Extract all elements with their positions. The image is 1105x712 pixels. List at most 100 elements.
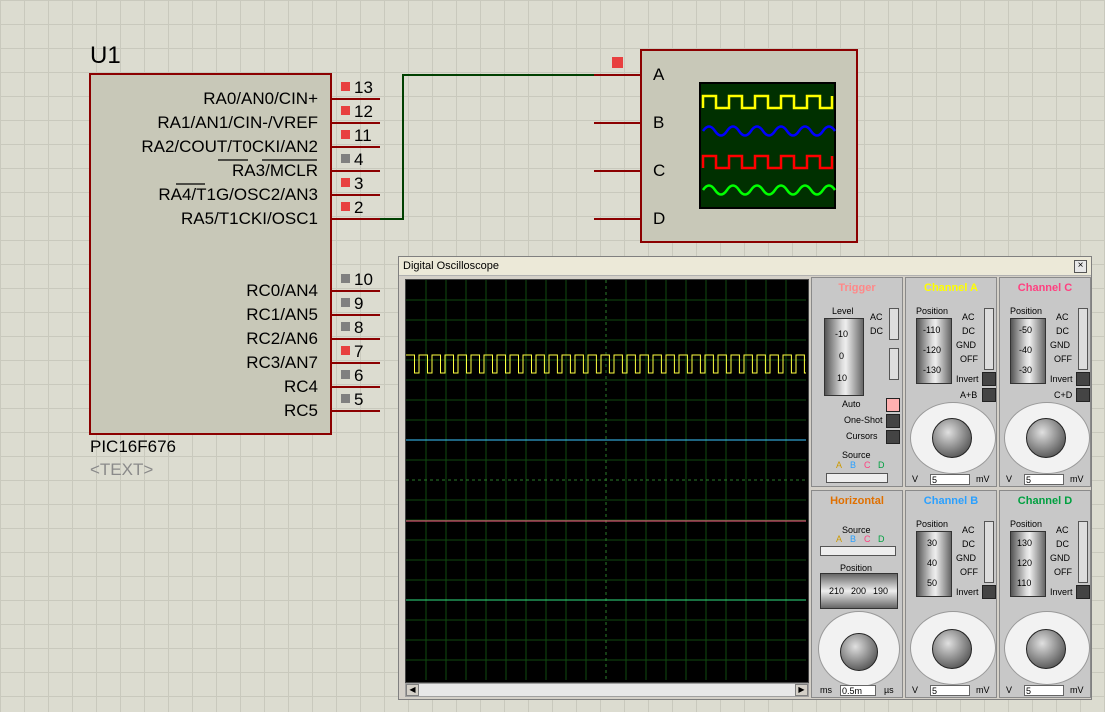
channel-position-label: Position — [1010, 306, 1043, 316]
pin-name: RC1/AN5 — [246, 305, 318, 324]
trigger-source-d: D — [878, 460, 885, 470]
timebase-value[interactable]: 0.5m — [840, 685, 876, 696]
channel-d-volts-knob[interactable] — [1026, 629, 1066, 669]
channel-c-sum-button[interactable] — [1076, 388, 1090, 402]
channel-a-sum-button[interactable] — [982, 388, 996, 402]
component-part: PIC16F676 — [90, 437, 176, 456]
channel-c-volts-value[interactable]: 5 — [1024, 474, 1064, 485]
channel-position-label: Position — [916, 519, 949, 529]
channel-c-position-drum[interactable]: -50 -40 -30 — [1010, 318, 1046, 384]
channel-d-coupling-switch[interactable] — [1078, 521, 1088, 583]
trigger-level-tick: 10 — [837, 373, 848, 383]
invert-label: Invert — [1050, 374, 1073, 384]
scroll-left-arrow[interactable]: ◀ — [406, 684, 419, 696]
channel-a-panel: Channel A Position -110 -120 -130 AC DC … — [905, 277, 997, 487]
channel-b-volts-knob[interactable] — [932, 629, 972, 669]
coupling-off: OFF — [960, 354, 978, 364]
unit-mv: mV — [976, 474, 990, 484]
pin-number: 8 — [354, 318, 364, 337]
pin-name: RC5 — [283, 401, 318, 420]
unit-v: V — [912, 685, 919, 695]
channel-tick: 120 — [1017, 558, 1033, 568]
display-horizontal-scrollbar[interactable]: ◀ ▶ — [405, 683, 809, 697]
channel-tick: -120 — [923, 345, 942, 355]
component-text-placeholder: <TEXT> — [90, 460, 154, 479]
pin-name: RA5/T1CKI/OSC1 — [181, 209, 318, 228]
channel-c-panel: Channel C Position -50 -40 -30 AC DC GND… — [999, 277, 1091, 487]
invert-label: Invert — [1050, 587, 1073, 597]
trigger-level-drum[interactable]: -10 0 10 — [824, 318, 864, 396]
mcu-pin-leads — [331, 98, 380, 412]
scope-pin-a-marker — [612, 57, 623, 68]
channel-tick: -30 — [1019, 365, 1033, 375]
channel-a-invert-button[interactable] — [982, 372, 996, 386]
pin-name: RC4 — [283, 377, 318, 396]
trigger-cursors-button[interactable] — [886, 430, 900, 444]
channel-c-volts-knob[interactable] — [1026, 418, 1066, 458]
wire-ra5-to-scope-a[interactable] — [380, 74, 596, 220]
channel-b-coupling-switch[interactable] — [984, 521, 994, 583]
pin-number: 13 — [354, 78, 373, 97]
horizontal-source-b: B — [850, 534, 857, 544]
channel-d-invert-button[interactable] — [1076, 585, 1090, 599]
trigger-source-a: A — [836, 460, 843, 470]
channel-d-title: Channel D — [1017, 495, 1073, 507]
horizontal-position-drum[interactable]: 210 200 190 — [820, 573, 898, 609]
channel-b-invert-button[interactable] — [982, 585, 996, 599]
pin-name: RA3/MCLR — [232, 161, 318, 180]
channel-c-coupling-switch[interactable] — [1078, 308, 1088, 370]
timebase-unit-left: ms — [820, 685, 832, 695]
trace-channel-a — [406, 354, 806, 374]
coupling-gnd: GND — [956, 340, 976, 350]
pin-name: RA1/AN1/CIN-/VREF — [157, 113, 318, 132]
trigger-coupling-switch[interactable] — [889, 308, 899, 340]
pin-number: 7 — [354, 342, 364, 361]
channel-b-position-drum[interactable]: 30 40 50 — [916, 531, 952, 597]
trigger-auto-button[interactable] — [886, 398, 900, 412]
trigger-source-label: Source — [842, 450, 871, 460]
trigger-edge-switch[interactable] — [889, 348, 899, 380]
channel-a-volts-knob[interactable] — [932, 418, 972, 458]
channel-b-title: Channel B — [923, 495, 979, 507]
channel-a-volts-value[interactable]: 5 — [930, 474, 970, 485]
close-button[interactable]: × — [1074, 260, 1087, 273]
scroll-right-arrow[interactable]: ▶ — [795, 684, 808, 696]
timebase-knob[interactable] — [840, 633, 878, 671]
pin-number: 12 — [354, 102, 373, 121]
pin-state-marker — [341, 106, 350, 115]
pin-state-marker — [341, 274, 350, 283]
horizontal-source-slider[interactable] — [820, 546, 896, 556]
trigger-coupling-dc: DC — [870, 326, 883, 336]
horizontal-source-label: Source — [842, 525, 871, 535]
horizontal-position-tick: 200 — [851, 586, 867, 596]
channel-a-coupling-switch[interactable] — [984, 308, 994, 370]
pin-number: 6 — [354, 366, 364, 385]
trigger-oneshot-button[interactable] — [886, 414, 900, 428]
scope-traces — [406, 354, 806, 601]
pin-number: 3 — [354, 174, 364, 193]
oscilloscope-window[interactable]: Digital Oscilloscope × ◀ ▶ Trigger Level… — [398, 256, 1092, 700]
channel-position-label: Position — [1010, 519, 1043, 529]
mcu-body[interactable] — [89, 73, 332, 435]
trigger-panel: Trigger Level -10 0 10 AC DC Auto One-Sh… — [811, 277, 903, 487]
unit-v: V — [912, 474, 919, 484]
channel-a-sum-label: A+B — [960, 390, 978, 400]
trigger-mode-oneshot: One-Shot — [844, 415, 883, 425]
coupling-ac: AC — [1056, 312, 1069, 322]
channel-d-volts-value[interactable]: 5 — [1024, 685, 1064, 696]
scope-display[interactable] — [405, 279, 809, 683]
channel-c-invert-button[interactable] — [1076, 372, 1090, 386]
channel-d-position-drum[interactable]: 130 120 110 — [1010, 531, 1046, 597]
oscilloscope-titlebar[interactable]: Digital Oscilloscope × — [399, 257, 1091, 276]
pin-name: RA4/T1G/OSC2/AN3 — [158, 185, 318, 204]
trigger-source-c: C — [864, 460, 871, 470]
channel-tick: 130 — [1017, 538, 1033, 548]
trigger-source-slider[interactable] — [826, 473, 888, 483]
scope-symbol-traces — [701, 94, 837, 196]
channel-position-label: Position — [916, 306, 949, 316]
horizontal-title: Horizontal — [830, 495, 884, 507]
component-ref: U1 — [90, 42, 121, 69]
channel-b-volts-value[interactable]: 5 — [930, 685, 970, 696]
channel-a-position-drum[interactable]: -110 -120 -130 — [916, 318, 952, 384]
